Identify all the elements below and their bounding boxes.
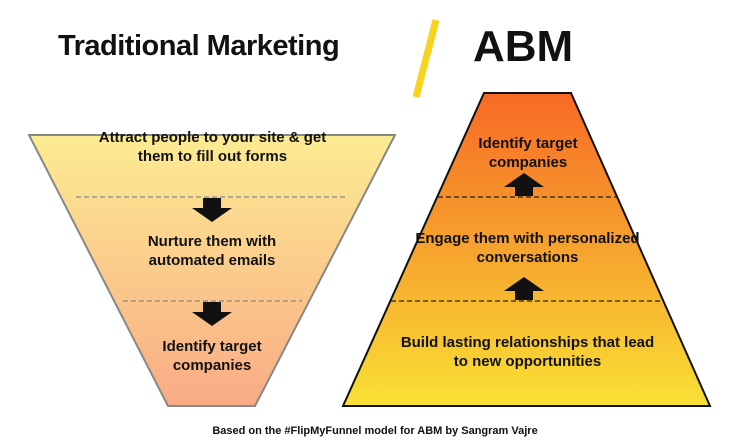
arrow-down-icon (192, 198, 232, 222)
footer-credit: Based on the #FlipMyFunnel model for ABM… (212, 425, 538, 437)
pyramid-stage-1: Identify target companies (478, 135, 578, 171)
abm-pyramid (341, 92, 712, 407)
funnel-stage-1: Attract people to your site & get them t… (98, 129, 327, 165)
funnel-stage-2: Nurture them with automated emails (147, 233, 277, 269)
title-traditional-marketing: Traditional Marketing (58, 30, 340, 62)
traditional-funnel (27, 134, 397, 407)
funnel-stage-3: Identify target companies (162, 338, 262, 374)
slash-divider (412, 19, 440, 98)
pyramid-stage-3: Build lasting relationships that lead to… (400, 334, 655, 370)
title-abm: ABM (473, 22, 574, 71)
arrow-up-icon (504, 173, 544, 196)
arrow-up-icon (504, 277, 544, 300)
pyramid-stage-2: Engage them with personalized conversati… (415, 230, 640, 266)
arrow-down-icon (192, 302, 232, 326)
